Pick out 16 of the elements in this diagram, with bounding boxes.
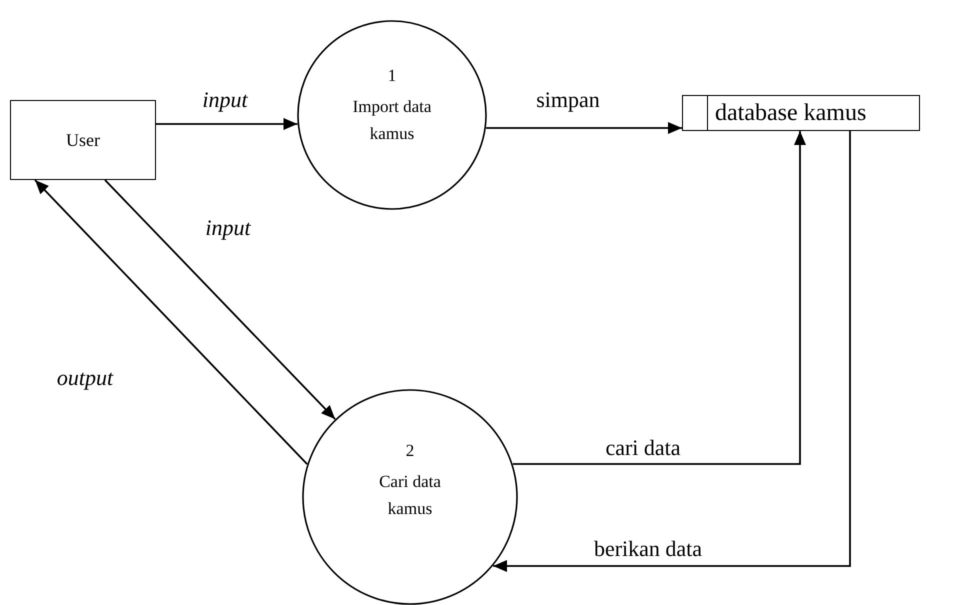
data-store-label: database kamus <box>715 100 866 126</box>
arrow <box>34 179 308 465</box>
data-store <box>682 95 920 131</box>
arrow <box>486 122 682 134</box>
process-label: Import data kamus <box>352 96 432 146</box>
process-number: 2 <box>406 440 414 462</box>
process-circle <box>302 389 518 605</box>
arrow <box>104 179 336 420</box>
arrow <box>156 118 298 130</box>
process-label: Cari data kamus <box>378 470 442 520</box>
arrow <box>493 131 851 572</box>
arrow <box>512 131 806 465</box>
process-circle <box>297 20 487 210</box>
process-number: 1 <box>388 64 396 87</box>
external-entity-box <box>10 100 156 180</box>
entity-label: User <box>66 130 100 150</box>
